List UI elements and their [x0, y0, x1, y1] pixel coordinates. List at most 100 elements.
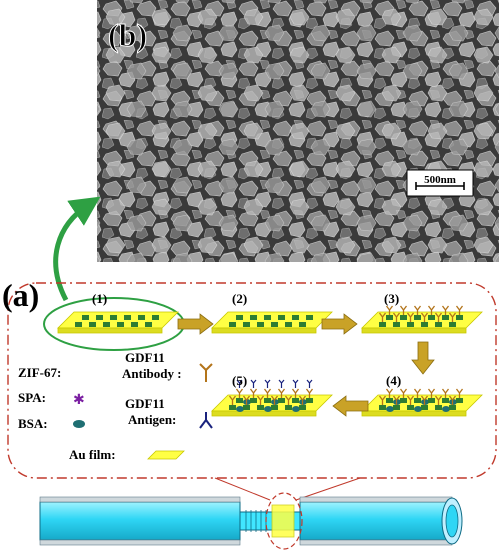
antigen-mark: [306, 379, 313, 388]
bsa-mark: [414, 406, 422, 412]
antibody-mark: [441, 388, 450, 398]
zif67-particle: [131, 322, 138, 327]
antibody-mark: [448, 395, 457, 405]
legend: ZIF-67: SPA: ✱ BSA: GDF11 Antibody : GDF…: [18, 350, 213, 462]
antibody-mark: [291, 388, 300, 398]
zif67-particle: [421, 405, 428, 410]
zif67-particle: [250, 398, 257, 403]
au-film-side: [361, 327, 467, 334]
antibody-mark: [455, 305, 464, 315]
substrates: [57, 305, 483, 417]
zif67-particle: [414, 398, 421, 403]
bsa-mark: [386, 406, 394, 412]
antibody-mark: [298, 395, 307, 405]
antibody-mark: [406, 395, 415, 405]
bsa-mark: [292, 406, 300, 412]
zif67-particle: [449, 405, 456, 410]
panel-label-a: (a): [2, 277, 39, 313]
callout-line-left: [214, 477, 271, 501]
au-film-side: [211, 327, 317, 334]
antibody-mark: [305, 388, 314, 398]
antigen-mark: [264, 379, 271, 388]
zif67-particle: [243, 322, 250, 327]
step-label-3: (3): [384, 291, 399, 306]
zif67-particle: [96, 315, 103, 320]
antibody-mark: [427, 305, 436, 315]
zif67-particle: [442, 398, 449, 403]
substrate-step4: [361, 388, 483, 417]
zif67-particle: [145, 322, 152, 327]
arrow-3-to-4: [411, 341, 435, 375]
bsa-mark: [442, 406, 450, 412]
zoom-arrow: [53, 196, 101, 302]
au-film-side: [57, 327, 163, 334]
zif67-particle: [393, 322, 400, 327]
zif67-particle: [278, 315, 285, 320]
substrate-step3: [361, 305, 483, 334]
sem-image-panel: (b) 500nm: [97, 0, 499, 262]
legend-antigen-line1: GDF11: [125, 396, 165, 411]
au-film-icon: [147, 450, 185, 460]
step-label-5: (5): [232, 373, 247, 388]
antibody-mark: [392, 395, 401, 405]
zif67-particle: [229, 405, 236, 410]
zif67-particle: [428, 315, 435, 320]
zif67-particle: [428, 398, 435, 403]
antibody-mark: [448, 312, 457, 322]
scale-bar: 500nm: [406, 169, 474, 197]
step-label-2: (2): [232, 291, 247, 306]
bsa-mark: [264, 406, 272, 412]
zif67-particle: [386, 315, 393, 320]
callout-line-right: [295, 477, 361, 501]
antigen-mark: [278, 379, 285, 388]
antibody-mark: [434, 312, 443, 322]
antibody-mark: [385, 388, 394, 398]
zif67-particle: [264, 398, 271, 403]
antibody-mark: [434, 395, 443, 405]
zif67-particle: [292, 315, 299, 320]
antibody-mark: [249, 388, 258, 398]
panel-a-frame: [7, 282, 497, 479]
legend-antigen-line2: Antigen:: [128, 412, 176, 427]
zif67-particle: [250, 315, 257, 320]
antibody-mark: [392, 312, 401, 322]
antigen-mark: [250, 379, 257, 388]
zif67-particle: [229, 322, 236, 327]
zif67-particle: [414, 315, 421, 320]
zif67-particle: [449, 322, 456, 327]
antibody-mark: [413, 305, 422, 315]
antibody-mark: [284, 395, 293, 405]
zif67-particle: [435, 322, 442, 327]
arrow-2-to-3: [321, 313, 358, 335]
substrate-step2: [211, 311, 333, 334]
bsa-mark: [236, 406, 244, 412]
legend-antibody-line1: GDF11: [125, 350, 165, 365]
antibody-mark: [399, 388, 408, 398]
arrow-1-to-2: [177, 313, 214, 335]
arrow-4-to-5: [332, 395, 369, 417]
antibody-mark: [406, 312, 415, 322]
antibody-icon: [199, 363, 213, 382]
au-film-side: [211, 410, 317, 417]
zif67-particle: [110, 315, 117, 320]
zif67-particle: [299, 405, 306, 410]
antibody-mark: [242, 395, 251, 405]
zif67-particle: [152, 315, 159, 320]
zif67-particle: [400, 315, 407, 320]
zif67-particle: [117, 322, 124, 327]
panel-label-b: (b): [108, 17, 147, 53]
zif67-particle: [400, 398, 407, 403]
zif67-particle: [379, 322, 386, 327]
zif67-particle: [407, 405, 414, 410]
zif67-particle: [421, 322, 428, 327]
legend-au-film-label: Au film:: [69, 447, 116, 462]
legend-bsa-label: BSA:: [18, 416, 48, 431]
zif67-particle: [379, 405, 386, 410]
zif67-particle: [456, 398, 463, 403]
zif67-particle: [285, 405, 292, 410]
antibody-mark: [455, 388, 464, 398]
zif67-particle: [75, 322, 82, 327]
zif67-particle: [138, 315, 145, 320]
sensing-region-highlight: [265, 492, 303, 550]
antibody-mark: [378, 312, 387, 322]
